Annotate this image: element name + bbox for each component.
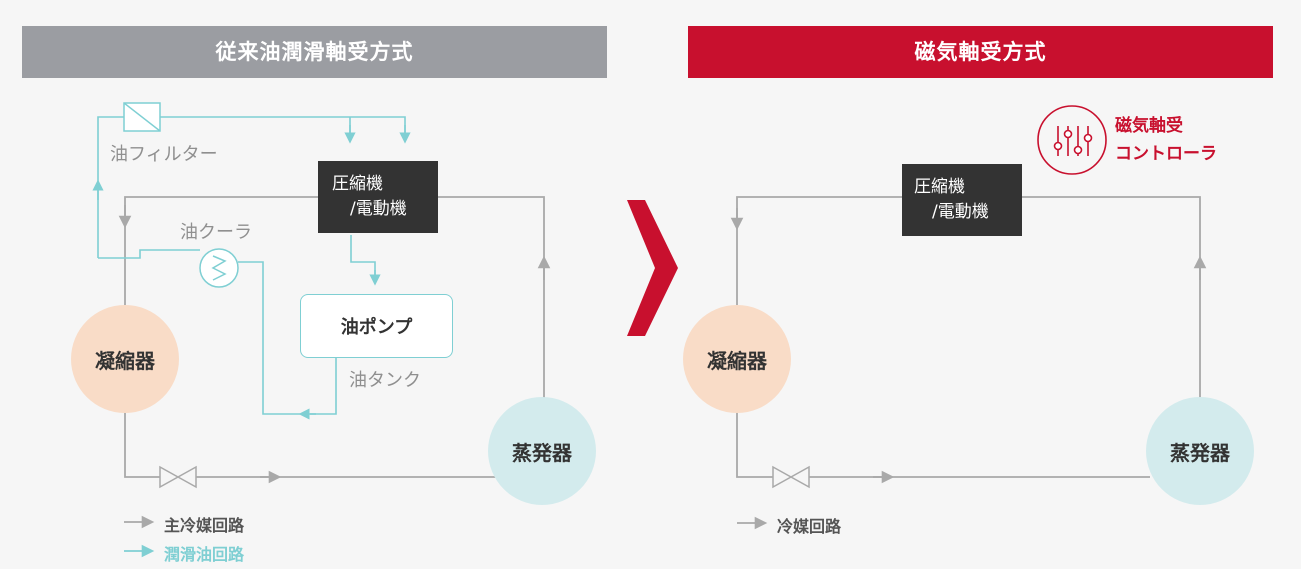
left-panel-title: 従来油潤滑軸受方式: [22, 26, 607, 78]
expansion-valve-icon: [772, 465, 810, 489]
right-compressor-box: 圧縮機 /電動機: [902, 164, 1022, 236]
compressor-label-line2: /電動機: [350, 199, 407, 219]
right-evaporator: 蒸発器: [1146, 397, 1254, 505]
right-condenser: 凝縮器: [683, 305, 791, 413]
left-condenser: 凝縮器: [71, 305, 179, 413]
compressor-label-line1: 圧縮機: [914, 177, 965, 197]
controller-label-line1: 磁気軸受: [1115, 116, 1183, 136]
expansion-valve-icon: [159, 465, 197, 489]
right-panel-title: 磁気軸受方式: [688, 26, 1273, 78]
oil-tank-label: 油タンク: [349, 370, 421, 391]
legend-main-refrigerant: 主冷媒回路: [164, 516, 245, 535]
oil-cooler-icon: [199, 248, 239, 288]
oil-pump-box: 油ポンプ: [300, 294, 453, 358]
left-refrigerant-loop: [124, 196, 545, 478]
oil-filter-label: 油フィルター: [110, 144, 218, 165]
oil-filter-icon: [123, 102, 161, 132]
oil-cooler-label: 油クーラ: [180, 222, 252, 243]
controller-label-line2: コントローラ: [1115, 144, 1217, 164]
compressor-label-line2: /電動機: [932, 202, 989, 222]
right-refrigerant-loop: [736, 196, 1201, 478]
controller-sliders-icon: [1037, 105, 1107, 175]
legend-oil-circuit: 潤滑油回路: [164, 545, 245, 564]
left-compressor-box: 圧縮機 /電動機: [318, 161, 438, 233]
legend-refrigerant: 冷媒回路: [777, 517, 842, 536]
left-evaporator: 蒸発器: [488, 397, 596, 505]
compressor-label-line1: 圧縮機: [332, 174, 383, 194]
controller-label: 磁気軸受 コントローラ: [1115, 112, 1217, 168]
transition-arrow-icon: [627, 200, 678, 336]
